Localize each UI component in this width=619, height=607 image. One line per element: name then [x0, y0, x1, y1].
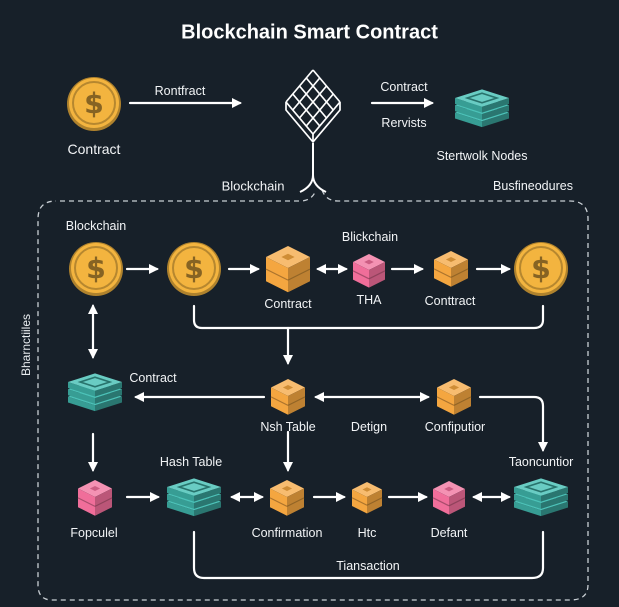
top-nodes-label: Stertwolk Nodes — [436, 149, 528, 163]
row2-contract-label: Contract — [129, 371, 177, 385]
row3-defant-label: Defant — [430, 526, 468, 540]
coin-icon-top: $ — [67, 77, 121, 131]
procedures-label: Busfineodures — [493, 179, 573, 193]
cube-icon-row2-config — [436, 379, 472, 415]
row3-taoncuntior-label: Taoncuntior — [508, 455, 574, 469]
connectors — [88, 98, 548, 580]
cube-icon-row3-confirmation — [269, 480, 305, 516]
svg-text:$: $ — [531, 252, 551, 285]
cube-icon-row1-contract — [265, 246, 311, 293]
nodes-stack-icon — [455, 89, 509, 128]
network-icon — [285, 69, 341, 143]
svg-text:$: $ — [84, 87, 104, 120]
bracket-row3 — [192, 530, 545, 580]
panel-side-label: Bharnctiiles — [19, 313, 33, 377]
row1-tha-label: THA — [356, 293, 382, 307]
coin-icon-row1-b: $ — [167, 242, 221, 296]
blockchain-label: Blockchain — [221, 178, 285, 194]
stack-icon-row3-taoncuntior — [514, 478, 568, 517]
top-revisits-label: Rervists — [381, 116, 427, 130]
cube-icon-row3-defant — [432, 481, 466, 515]
top-coin-label: Contract — [67, 141, 121, 157]
svg-text:$: $ — [184, 252, 204, 285]
top-contract-label: Contract — [380, 80, 428, 94]
arrow-r2-curve — [478, 395, 548, 452]
row3-confirmation-label: Confirmation — [251, 526, 323, 540]
cube-icon-row1-tha — [352, 254, 386, 288]
top-arrow-label: Rontfract — [154, 84, 206, 98]
row3-popculel-label: Fopculel — [70, 526, 118, 540]
bracket-row1 — [192, 304, 545, 330]
row2-design-label: Detign — [350, 420, 388, 434]
coin-icon-row1-c: $ — [514, 242, 568, 296]
cube-icon-row2-hash — [270, 379, 306, 415]
row2-hash-label: Nsh Table — [260, 420, 316, 434]
panel-border — [37, 189, 589, 601]
stack-icon-row3-hash — [167, 478, 221, 517]
row1-contract-label: Contract — [264, 297, 312, 311]
top-connector — [299, 143, 327, 193]
svg-text:$: $ — [86, 252, 106, 285]
row3-transaction-label: Tiansaction — [336, 559, 400, 573]
cube-icon-row1-contract2 — [433, 251, 469, 287]
coin-icon-row1-a: $ — [69, 242, 123, 296]
page-title: Blockchain Smart Contract — [181, 21, 438, 44]
cube-icon-row3-htc — [351, 482, 383, 514]
row1-contract2-label: Conttract — [424, 294, 476, 308]
row1-top-label: Blickchain — [341, 230, 399, 244]
panel-blockchain-label: Blockchain — [65, 219, 127, 233]
row3-htc-label: Htc — [357, 526, 377, 540]
row2-config-label: Confiputior — [424, 420, 486, 434]
stack-icon-row2 — [68, 373, 122, 412]
row3-hash-label: Hash Table — [159, 455, 223, 469]
cube-icon-row3-popculel — [77, 480, 113, 516]
